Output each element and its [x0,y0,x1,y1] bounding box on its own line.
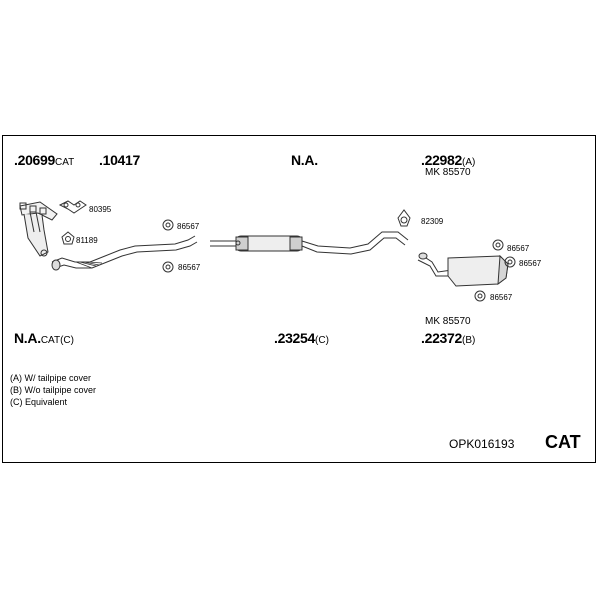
part-label-na-top: N.A. [291,153,318,167]
clamp-icon [61,231,75,245]
exhaust-manifold-icon [19,201,58,257]
mounting-kit-label-top: MK 85570 [425,167,471,178]
part-label-10417: .10417 [99,153,140,167]
front-pipe-icon [51,235,198,271]
part-number: .23254 [274,330,316,346]
accessory-label-86567: 86567 [178,263,201,272]
center-pipe-icon [210,231,409,255]
clamp-icon [397,209,411,227]
legend-item-c: (C) Equivalent [10,397,68,407]
accessory-label-86567: 86567 [490,293,513,302]
part-number: .22982 [421,152,463,168]
part-label-22982: .22982(A) [421,153,475,168]
part-label-na-cat: N.A.CAT(C) [14,331,74,346]
rubber-hanger-icon [162,219,174,231]
rubber-hanger-icon [492,239,504,251]
accessory-label-86567: 86567 [519,259,542,268]
accessory-label-86567: 86567 [507,244,530,253]
part-suffix: CAT [55,157,75,168]
legend-item-b: (B) W/o tailpipe cover [10,385,97,395]
legend-item-a: (A) W/ tailpipe cover [10,373,92,383]
accessory-label-81189: 81189 [76,236,98,245]
part-label-20699: .20699CAT [14,153,74,168]
rubber-hanger-icon [504,256,516,268]
part-number: .20699 [14,152,56,168]
part-number: .10417 [99,152,141,168]
part-label-23254: .23254(C) [274,331,329,346]
part-number: N.A. [291,152,318,168]
accessory-label-86567: 86567 [177,222,200,231]
kit-code: OPK016193 [449,437,515,451]
part-label-22372: .22372(B) [421,331,475,346]
diagram-frame [2,135,596,463]
rubber-hanger-icon [162,261,174,273]
part-number: N.A. [14,330,41,346]
part-number: .22372 [421,330,463,346]
mounting-kit-label-bottom: MK 85570 [425,316,471,327]
rubber-hanger-icon [474,290,486,302]
gasket-icon [58,200,87,214]
rear-muffler-icon [417,252,509,287]
part-suffix: CAT(C) [40,335,74,346]
accessory-label-80395: 80395 [89,205,112,214]
legend: (A) W/ tailpipe cover (B) W/o tailpipe c… [10,372,96,408]
accessory-label-82309: 82309 [421,217,444,226]
part-suffix: (C) [315,335,329,346]
kit-type-label: CAT [545,432,581,452]
part-suffix: (B) [462,335,476,346]
part-suffix: (A) [462,157,476,168]
